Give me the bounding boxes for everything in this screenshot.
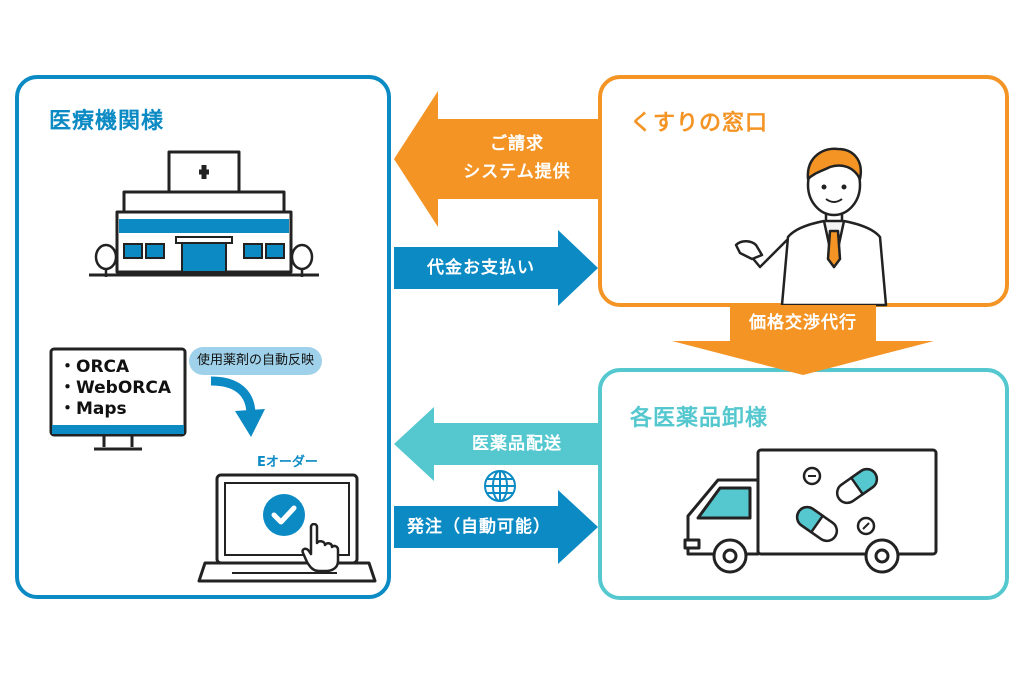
delivery-arrow: 医薬品配送 bbox=[394, 407, 600, 481]
wholesaler-panel: 各医薬品卸様 bbox=[598, 368, 1009, 600]
system-item-maps: ・Maps bbox=[59, 399, 127, 419]
check-icon bbox=[263, 494, 305, 536]
payment-arrow-label: 代金お支払い bbox=[427, 258, 535, 278]
delivery-truck-icon bbox=[683, 448, 938, 574]
medical-institution-title: 医療機関様 bbox=[49, 109, 165, 134]
order-arrow: 発注（自動可能） bbox=[394, 490, 598, 564]
billing-arrow: ご請求 システム提供 bbox=[394, 91, 600, 227]
system-item-orca: ・ORCA bbox=[59, 357, 130, 377]
monitor-icon bbox=[49, 347, 187, 451]
system-item-weborca: ・WebORCA bbox=[59, 378, 172, 398]
pharmacist-icon bbox=[734, 147, 888, 307]
hospital-icon bbox=[89, 150, 319, 277]
system-list: ・ORCA ・WebORCA ・Maps bbox=[59, 357, 171, 420]
wholesaler-title: 各医薬品卸様 bbox=[630, 406, 769, 431]
payment-arrow: 代金お支払い bbox=[394, 230, 598, 306]
pharmacy-panel: くすりの窓口 bbox=[598, 75, 1009, 307]
globe-icon bbox=[484, 470, 516, 502]
negotiation-arrow-label: 価格交渉代行 bbox=[749, 313, 857, 333]
pharmacy-title: くすりの窓口 bbox=[630, 111, 769, 136]
auto-reflect-bubble: 使用薬剤の自動反映 bbox=[189, 347, 323, 375]
delivery-arrow-label: 医薬品配送 bbox=[472, 434, 562, 454]
order-arrow-label: 発注（自動可能） bbox=[407, 517, 551, 537]
negotiation-arrow: 価格交渉代行 bbox=[672, 305, 934, 375]
billing-arrow-line2: システム提供 bbox=[463, 162, 571, 182]
billing-arrow-line1: ご請求 bbox=[490, 134, 544, 154]
curved-arrow-icon bbox=[210, 376, 265, 437]
medical-institution-panel: 医療機関様 ・ORCA ・WebORCA ・Maps 使用薬剤の自動反映 bbox=[15, 75, 391, 599]
pointer-hand-icon bbox=[301, 523, 340, 573]
eorder-label: Eオーダー bbox=[257, 455, 318, 470]
